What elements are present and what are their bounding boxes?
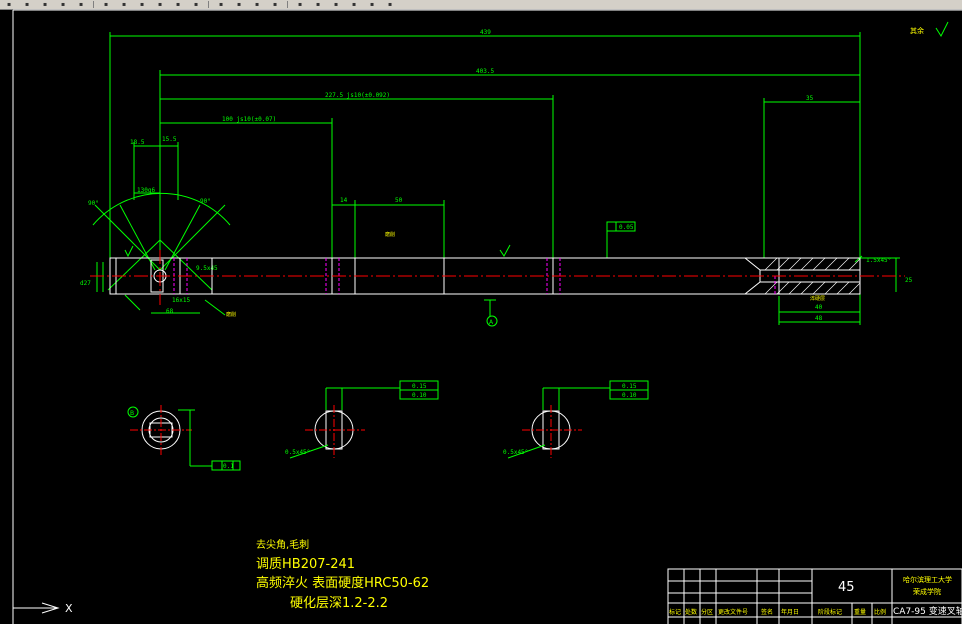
surface-labels: 磨削 淬硬层 磨削	[226, 231, 825, 318]
section-hatch	[764, 257, 861, 295]
help-icon[interactable]: ▪	[351, 1, 357, 8]
dim-18-5: 18.5	[130, 139, 145, 146]
surface-label-3: 磨削	[226, 311, 236, 318]
rough-label: 其余	[910, 26, 924, 35]
material-value: 45	[838, 580, 855, 595]
dim-48: 48	[815, 315, 823, 322]
toolbar-separator	[208, 1, 209, 8]
dim-68: 68	[166, 308, 174, 315]
title-block-text: 45 哈尔滨理工大学 荣成学院 CA7-95 变速叉轴 标记 处数 分区 更改文…	[669, 575, 962, 617]
center-line	[90, 250, 905, 305]
toolbar-separator	[287, 1, 288, 8]
roughness-marks	[124, 244, 511, 258]
dim-9-5x45: 9.5x45	[196, 265, 218, 272]
zoom-window-icon[interactable]: ▪	[254, 1, 260, 8]
header-mark: 标记	[669, 608, 681, 616]
section-1-tol-b: 0.10	[412, 392, 427, 399]
header-count: 处数	[685, 608, 697, 616]
open-icon[interactable]: ▪	[24, 1, 30, 8]
note-1: 去尖角,毛刺	[256, 538, 309, 551]
dim-227: 227.5 js10(±0.092)	[325, 92, 390, 99]
zoom-icon[interactable]: ▪	[236, 1, 242, 8]
datum-b-label: B	[130, 410, 134, 417]
dim-100: 100 js10(±0.07)	[222, 116, 276, 123]
dim-overall: 439	[480, 29, 491, 36]
dim-50: 50	[395, 197, 403, 204]
dim-angle-left: 90°	[88, 200, 99, 207]
roughness-symbol: 其余	[910, 21, 949, 38]
dim-403: 403.5	[476, 68, 494, 75]
header-stage: 阶段标记	[818, 608, 842, 616]
dim-16x15: 16x15	[172, 297, 190, 304]
dim-14: 14	[340, 197, 348, 204]
dim-chamfer-right: 1.5x45°	[866, 257, 891, 264]
cut-icon[interactable]: ▪	[103, 1, 109, 8]
section-1-tol-a: 0.15	[412, 383, 427, 390]
tolerance-frame-top: 0.05	[606, 221, 636, 232]
drawing-frame	[12, 9, 962, 624]
save-icon[interactable]: ▪	[42, 1, 48, 8]
tol-ref-value: 0.05	[619, 224, 634, 231]
section-2-chamfer: 0.5x45°	[503, 449, 528, 456]
header-date: 年月日	[781, 608, 799, 616]
technical-notes: 去尖角,毛刺 调质HB207-241 高频淬火 表面硬度HRC50-62 硬化层…	[256, 538, 429, 611]
note-2: 调质HB207-241	[256, 557, 355, 572]
layer-icon[interactable]: ▪	[369, 1, 375, 8]
title-block	[667, 568, 962, 624]
datum-a: A	[486, 315, 498, 327]
new-icon[interactable]: ▪	[6, 1, 12, 8]
copy-icon[interactable]: ▪	[121, 1, 127, 8]
surface-label-2: 淬硬层	[810, 295, 825, 302]
dim-left-dia: d27	[80, 280, 91, 287]
layer-prev-icon[interactable]: ▪	[387, 1, 393, 8]
section-2-tol-b: 0.10	[622, 392, 637, 399]
ucs-icon: X	[13, 602, 73, 615]
print-icon[interactable]: ▪	[60, 1, 66, 8]
pan-icon[interactable]: ▪	[218, 1, 224, 8]
section-1-chamfer: 0.5x45°	[285, 449, 310, 456]
school-name: 哈尔滨理工大学	[903, 575, 952, 584]
header-weight: 重量	[854, 608, 866, 616]
match-icon[interactable]: ▪	[157, 1, 163, 8]
section-b-tol: 0.1	[223, 463, 234, 470]
toolbar-separator	[93, 1, 94, 8]
zoom-prev-icon[interactable]: ▪	[272, 1, 278, 8]
header-sign: 签名	[761, 608, 773, 616]
surface-label-1: 磨削	[385, 231, 395, 238]
preview-icon[interactable]: ▪	[78, 1, 84, 8]
note-4: 硬化层深1.2-2.2	[290, 596, 388, 611]
tool-palette-icon[interactable]: ▪	[333, 1, 339, 8]
dimension-lines	[92, 32, 900, 325]
dim-15-5: 15.5	[162, 136, 177, 143]
section-1: 0.15 0.10 0.5x45°	[285, 380, 439, 459]
dim-angle-right: 90°	[200, 198, 211, 205]
section-2: 0.15 0.10 0.5x45°	[503, 380, 649, 459]
header-scale: 比例	[874, 608, 886, 616]
undo-icon[interactable]: ▪	[175, 1, 181, 8]
part-name: CA7-95 变速叉轴	[893, 605, 962, 617]
properties-icon[interactable]: ▪	[297, 1, 303, 8]
dim-35: 35	[806, 95, 814, 102]
header-change: 更改文件号	[718, 608, 748, 616]
dim-40: 40	[815, 304, 823, 311]
dim-130: 130g6	[137, 187, 155, 194]
section-b: 0.1 B	[127, 405, 241, 471]
note-3: 高频淬火 表面硬度HRC50-62	[256, 575, 429, 591]
dept-name: 荣成学院	[913, 587, 941, 596]
ucs-x-label: X	[65, 602, 73, 615]
section-2-tol-a: 0.15	[622, 383, 637, 390]
datum-a-label: A	[489, 319, 494, 326]
dim-25: 25	[905, 277, 913, 284]
redo-icon[interactable]: ▪	[193, 1, 199, 8]
dimension-texts: 439 403.5 227.5 js10(±0.092) 100 js10(±0…	[80, 29, 913, 322]
design-center-icon[interactable]: ▪	[315, 1, 321, 8]
header-zone: 分区	[701, 608, 713, 616]
paste-icon[interactable]: ▪	[139, 1, 145, 8]
